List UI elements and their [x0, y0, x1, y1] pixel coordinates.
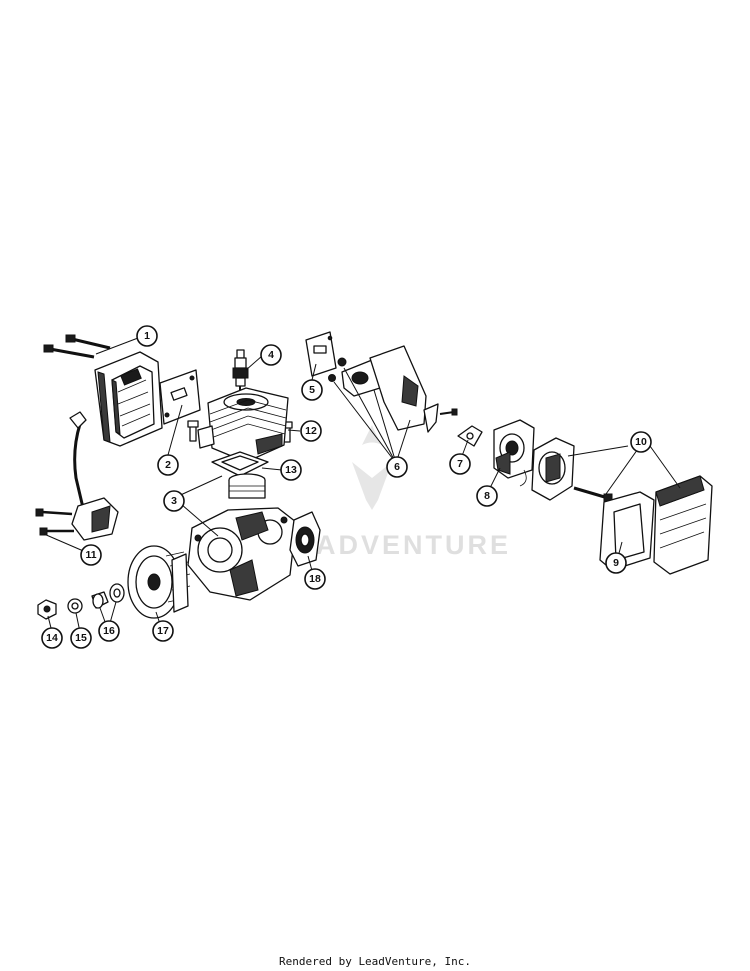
ignition-coil-part[interactable]: [35, 411, 119, 541]
carburetor-gasket-part[interactable]: [457, 425, 483, 447]
intake-manifold-part[interactable]: [328, 345, 439, 433]
callout-label: 17: [157, 625, 169, 637]
callout-label: 13: [285, 464, 297, 476]
air-filter-base-part[interactable]: [531, 437, 613, 503]
spark-plug-part[interactable]: [232, 349, 249, 392]
starter-cover-part[interactable]: [289, 511, 321, 567]
callout-label: 8: [484, 490, 490, 502]
watermark-logo: [352, 462, 392, 510]
carburetor-part[interactable]: [493, 419, 535, 487]
callout-9[interactable]: 9: [605, 552, 627, 574]
callout-12[interactable]: 12: [300, 420, 322, 442]
callout-4[interactable]: 4: [260, 344, 282, 366]
air-filter-cover-part[interactable]: [653, 475, 713, 575]
callout-1[interactable]: 1: [136, 325, 158, 347]
muffler-part[interactable]: [43, 334, 163, 447]
callout-7[interactable]: 7: [449, 453, 471, 475]
callout-14[interactable]: 14: [41, 627, 63, 649]
callout-2[interactable]: 2: [157, 454, 179, 476]
watermark: ADVENTURE: [316, 425, 511, 560]
callout-label: 1: [144, 330, 150, 342]
callout-6[interactable]: 6: [386, 456, 408, 478]
callout-18[interactable]: 18: [304, 568, 326, 590]
callout-15[interactable]: 15: [70, 627, 92, 649]
callout-label: 4: [268, 349, 274, 361]
callout-17[interactable]: 17: [152, 620, 174, 642]
callout-label: 11: [85, 549, 96, 561]
air-filter-element-part[interactable]: [599, 491, 655, 571]
callout-label: 3: [171, 495, 177, 507]
callout-label: 12: [305, 425, 317, 437]
callout-16[interactable]: 16: [98, 620, 120, 642]
callout-5[interactable]: 5: [301, 379, 323, 401]
muffler-bolt: [43, 334, 111, 359]
carburetor-screw-part[interactable]: [439, 408, 458, 416]
flywheel-nut-part[interactable]: [37, 599, 57, 620]
crankcase-part[interactable]: [187, 473, 297, 601]
watermark-text: ADVENTURE: [316, 530, 511, 560]
callout-label: 16: [103, 625, 115, 637]
callout-10[interactable]: 10: [630, 431, 652, 453]
washer-part[interactable]: [67, 598, 83, 614]
cylinder-gasket-part[interactable]: [211, 451, 269, 477]
muffler-gasket-part[interactable]: [159, 369, 201, 425]
callout-label: 6: [394, 461, 400, 473]
callout-label: 10: [635, 436, 647, 448]
callout-8[interactable]: 8: [476, 485, 498, 507]
cylinder-part[interactable]: [197, 387, 289, 463]
callout-13[interactable]: 13: [280, 459, 302, 481]
callout-11[interactable]: 11: [80, 544, 102, 566]
callout-label: 7: [457, 458, 463, 470]
callout-label: 14: [46, 632, 58, 644]
spacer-part[interactable]: [91, 583, 125, 609]
callout-label: 18: [309, 573, 321, 585]
callout-label: 5: [309, 384, 315, 396]
callout-label: 2: [165, 459, 171, 471]
callout-3[interactable]: 3: [163, 490, 185, 512]
flywheel-part[interactable]: [127, 545, 191, 619]
callout-label: 15: [75, 632, 87, 644]
callout-label: 9: [613, 557, 619, 569]
footer-credit: Rendered by LeadVenture, Inc.: [278, 955, 472, 968]
intake-gasket-part[interactable]: [305, 331, 337, 377]
